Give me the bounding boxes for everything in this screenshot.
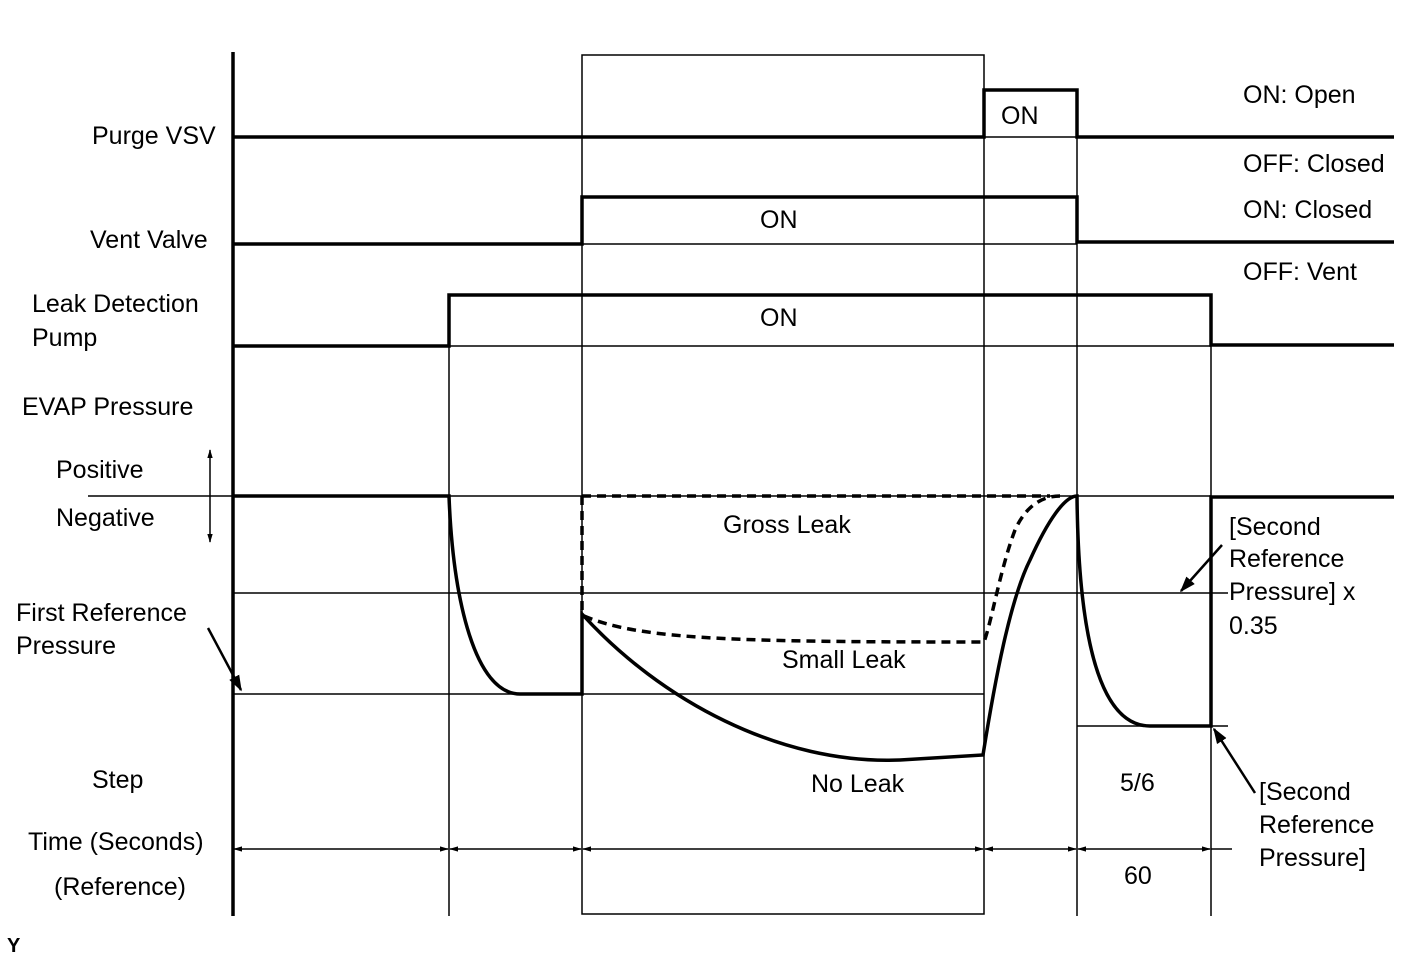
purge-on-desc: ON: Open: [1243, 81, 1356, 109]
second-ref-035-line1: [Second: [1229, 513, 1321, 541]
leak-pump-label-line2: Pump: [32, 324, 97, 352]
second-ref-035-line2: Reference: [1229, 545, 1344, 573]
gross-leak-label: Gross Leak: [723, 511, 851, 539]
purge-on-label: ON: [1001, 102, 1039, 130]
purge-vsv-waveform: [233, 88, 1394, 139]
first-ref-label-line2: Pressure: [16, 632, 116, 660]
figure-code-label: Y: [7, 935, 21, 957]
leak-pump-label-line1: Leak Detection: [32, 290, 199, 318]
leak-pump-waveform: [233, 293, 1394, 348]
evap-pressure-main-curve: [233, 494, 1394, 762]
small-leak-label: Small Leak: [782, 646, 906, 674]
first-ref-label-line1: First Reference: [16, 599, 187, 627]
vent-on-desc: ON: Closed: [1243, 196, 1372, 224]
no-leak-label: No Leak: [811, 770, 905, 798]
second-ref-035-pointer-arrow: [1179, 544, 1223, 593]
pump-on-label: ON: [760, 304, 798, 332]
second-ref-035-line3: Pressure] x: [1229, 578, 1356, 606]
second-ref-line2: Reference: [1259, 811, 1374, 839]
time-60-label: 60: [1124, 862, 1152, 890]
vent-on-label: ON: [760, 206, 798, 234]
first-ref-pointer-arrow: [206, 627, 243, 692]
second-ref-035-line4: 0.35: [1229, 612, 1278, 640]
test-window-box: [581, 54, 985, 915]
second-ref-line3: Pressure]: [1259, 844, 1366, 872]
step-5-6-label: 5/6: [1120, 769, 1155, 797]
purge-off-desc: OFF: Closed: [1243, 150, 1385, 178]
time-label-line1: Time (Seconds): [28, 828, 204, 856]
small-leak-curve: [580, 494, 1061, 644]
time-label-line2: (Reference): [54, 873, 186, 901]
vent-off-desc: OFF: Vent: [1243, 258, 1357, 286]
vent-valve-label: Vent Valve: [90, 226, 208, 254]
second-ref-line1: [Second: [1259, 778, 1351, 806]
step-label: Step: [92, 766, 143, 794]
second-ref-pointer-arrow: [1212, 727, 1257, 794]
positive-label: Positive: [56, 456, 144, 484]
evap-pressure-label: EVAP Pressure: [22, 393, 193, 421]
grid-lines: [88, 52, 1228, 916]
purge-vsv-label: Purge VSV: [92, 122, 216, 150]
vent-valve-waveform: [233, 195, 1394, 246]
negative-label: Negative: [56, 504, 155, 532]
